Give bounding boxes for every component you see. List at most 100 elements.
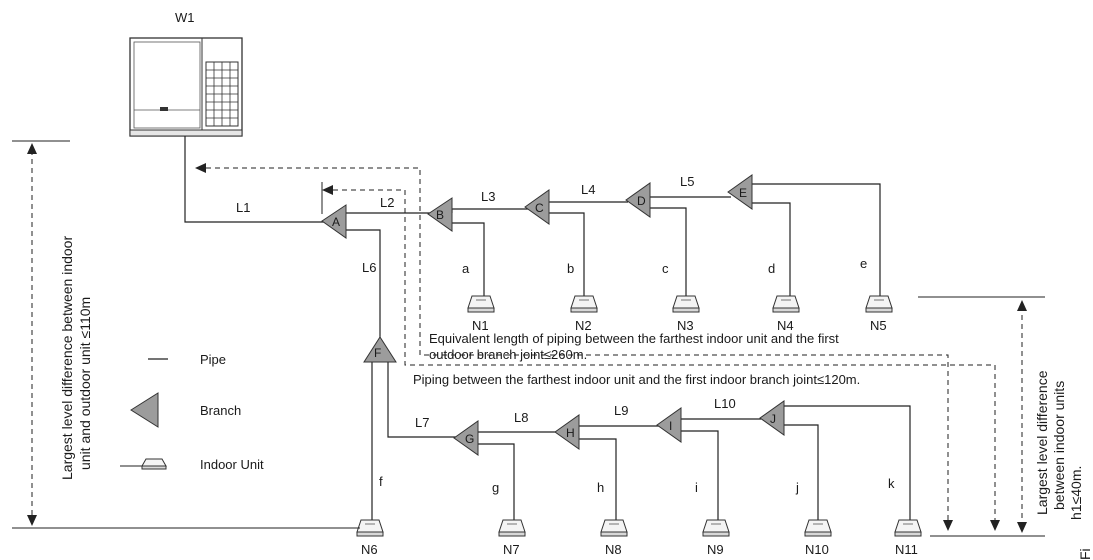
branch-e: E xyxy=(727,174,753,210)
indoor-unit-n3 xyxy=(672,295,700,313)
left-vertical-note-1: Largest level difference between indoor xyxy=(59,236,75,480)
first-branch-arrow-end xyxy=(990,520,1000,531)
branch-label-c: C xyxy=(535,201,544,215)
indoor-line-i: i xyxy=(695,480,698,495)
indoor-unit-label-n5: N5 xyxy=(870,318,887,333)
pipe-c xyxy=(650,207,687,298)
indoor-line-e: e xyxy=(860,256,867,271)
branch-h: H xyxy=(554,414,580,450)
legend-branch-icon xyxy=(130,392,159,428)
pipe-a xyxy=(452,222,485,298)
first-branch-arrow xyxy=(322,185,333,195)
indoor-unit-n4 xyxy=(772,295,800,313)
branch-label-j: J xyxy=(770,412,776,426)
indoor-line-c: c xyxy=(662,261,669,276)
pipe-h xyxy=(579,438,617,522)
pipe-k xyxy=(784,405,911,520)
indoor-unit-label-n3: N3 xyxy=(677,318,694,333)
branch-f: F xyxy=(363,336,397,363)
equiv-note-line2: outdoor branch joint≤260m. xyxy=(429,347,587,362)
indoor-unit-n8 xyxy=(600,519,628,537)
edge-fragment: Fi xyxy=(1077,548,1093,560)
branch-label-f: F xyxy=(374,346,381,360)
branch-label-b: B xyxy=(436,208,444,222)
branch-label-a: A xyxy=(332,215,340,229)
pipe-label-l8: L8 xyxy=(514,410,528,425)
equiv-note-line1: Equivalent length of piping between the … xyxy=(429,331,839,346)
branch-c: C xyxy=(524,189,550,225)
branch-label-e: E xyxy=(739,186,747,200)
indoor-unit-label-n6: N6 xyxy=(361,542,378,557)
outdoor-unit xyxy=(129,37,243,137)
pipe-l6 xyxy=(346,229,381,345)
indoor-line-b: b xyxy=(567,261,574,276)
pipe-g xyxy=(478,443,515,522)
equivalent-length-arrow-end xyxy=(943,520,953,531)
right-dim-arrow-top xyxy=(1017,300,1027,311)
legend-indoor-unit-label: Indoor Unit xyxy=(200,457,264,472)
legend-indoor-unit-icon xyxy=(120,458,167,470)
indoor-line-d: d xyxy=(768,261,775,276)
pipe-i xyxy=(681,430,719,522)
pipe-label-l3: L3 xyxy=(481,189,495,204)
branch-d: D xyxy=(625,182,651,218)
indoor-unit-n7 xyxy=(498,519,526,537)
indoor-unit-label-n10: N10 xyxy=(805,542,829,557)
indoor-line-j: j xyxy=(795,480,799,495)
pipe-label-l9: L9 xyxy=(614,403,628,418)
branch-label-d: D xyxy=(637,194,646,208)
indoor-line-g: g xyxy=(492,480,499,495)
indoor-line-k: k xyxy=(888,476,895,491)
pipe-label-l5: L5 xyxy=(680,174,694,189)
indoor-unit-n10 xyxy=(804,519,832,537)
indoor-unit-label-n7: N7 xyxy=(503,542,520,557)
pipe-l3 xyxy=(451,208,528,213)
pipe-label-l7: L7 xyxy=(415,415,429,430)
equivalent-length-dashed-path xyxy=(197,167,949,528)
branch-b: B xyxy=(427,197,453,232)
left-vertical-note-2: unit and outdoor unit ≤110m xyxy=(77,297,93,470)
indoor-unit-n6 xyxy=(356,519,384,537)
pipe-l1 xyxy=(184,136,330,223)
pipe-label-l10: L10 xyxy=(714,396,736,411)
pipe-label-l6: L6 xyxy=(362,260,376,275)
right-vertical-note-1: Largest level difference xyxy=(1034,370,1050,515)
pipe-label-l2: L2 xyxy=(380,195,394,210)
indoor-unit-label-n4: N4 xyxy=(777,318,794,333)
pipe-label-l4: L4 xyxy=(581,182,595,197)
pipe-label-l1: L1 xyxy=(236,200,250,215)
indoor-line-a: a xyxy=(462,261,470,276)
indoor-unit-n2 xyxy=(570,295,598,313)
equivalent-length-arrow xyxy=(195,163,206,173)
left-dim-arrow-bottom xyxy=(27,515,37,526)
pipe-l7 xyxy=(387,360,456,438)
indoor-unit-label-n1: N1 xyxy=(472,318,489,333)
indoor-unit-n9 xyxy=(702,519,730,537)
pipe-e xyxy=(752,183,881,296)
right-vertical-note-3: h1≤40m. xyxy=(1068,466,1084,520)
legend-pipe-label: Pipe xyxy=(200,352,226,367)
right-vertical-note-2: between indoor units xyxy=(1051,381,1067,510)
pipe-j xyxy=(784,424,819,522)
branch-j: J xyxy=(759,400,785,436)
indoor-unit-n5 xyxy=(865,295,893,313)
indoor-unit-label-n9: N9 xyxy=(707,542,724,557)
first-branch-note: Piping between the farthest indoor unit … xyxy=(413,372,860,387)
branch-label-g: G xyxy=(465,432,474,446)
indoor-line-f: f xyxy=(379,474,383,489)
first-branch-dashed-path xyxy=(324,189,996,528)
pipe-b xyxy=(549,212,585,298)
indoor-unit-label-n2: N2 xyxy=(575,318,592,333)
right-dim-arrow-bottom xyxy=(1017,522,1027,533)
indoor-unit-label-n8: N8 xyxy=(605,542,622,557)
branch-a: A xyxy=(321,204,347,239)
indoor-unit-n1 xyxy=(467,295,495,313)
outdoor-unit-label: W1 xyxy=(175,10,195,25)
indoor-line-h: h xyxy=(597,480,604,495)
branch-g: G xyxy=(453,420,479,456)
branch-i: I xyxy=(656,407,682,443)
indoor-unit-n11 xyxy=(894,519,922,537)
pipe-d xyxy=(752,202,791,298)
branch-label-i: I xyxy=(669,419,672,433)
